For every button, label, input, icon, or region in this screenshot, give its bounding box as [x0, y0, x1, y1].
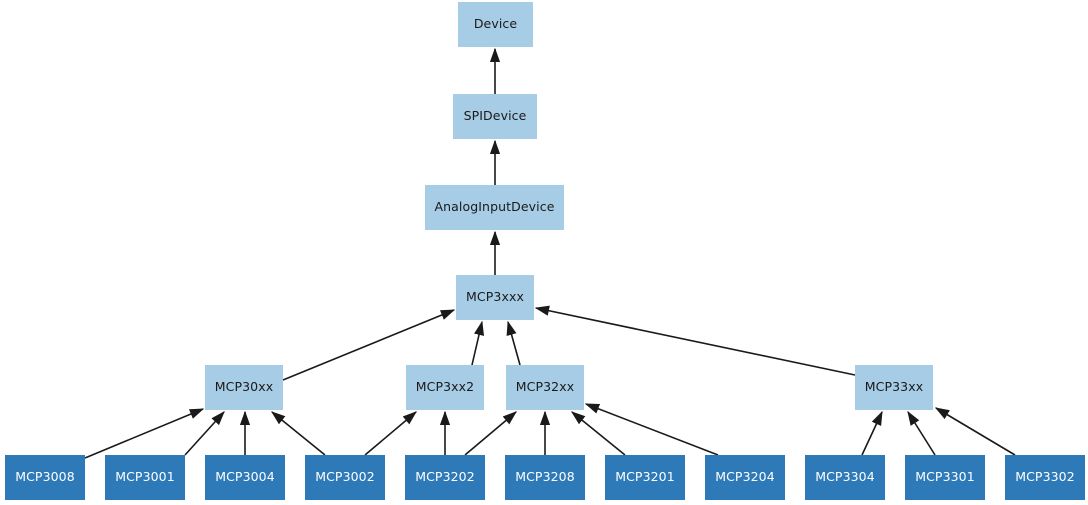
class-node-label: MCP3001 — [115, 469, 175, 485]
class-node-label: SPIDevice — [463, 108, 527, 124]
inheritance-arrow-mcp3204-to-mcp32xx — [584, 403, 719, 456]
inheritance-arrow-mcp3301-to-mcp33xx — [907, 410, 936, 456]
class-node-mcp3204[interactable]: MCP3204 — [705, 455, 785, 500]
class-node-mcp3xxx[interactable]: MCP3xxx — [456, 275, 534, 320]
inheritance-arrow-mcp3002-to-mcp30xx — [271, 411, 326, 456]
inheritance-arrow-mcp3201-to-mcp32xx — [571, 411, 626, 456]
class-node-mcp3304[interactable]: MCP3304 — [805, 455, 885, 500]
class-node-mcp3002[interactable]: MCP3002 — [305, 455, 385, 500]
class-node-label: MCP3008 — [15, 469, 75, 485]
class-node-device[interactable]: Device — [458, 2, 533, 47]
class-node-label: MCP3302 — [1015, 469, 1075, 485]
class-node-mcp3302[interactable]: MCP3302 — [1005, 455, 1085, 500]
class-node-mcp33xx[interactable]: MCP33xx — [855, 365, 933, 410]
class-node-mcp3301[interactable]: MCP3301 — [905, 455, 985, 500]
inheritance-arrow-mcp3302-to-mcp33xx — [934, 407, 1016, 456]
class-node-label: AnalogInputDevice — [434, 199, 555, 215]
class-node-label: MCP3201 — [615, 469, 675, 485]
inheritance-arrow-mcp3xx2-to-mcp3xxx — [471, 320, 485, 366]
class-node-mcp3208[interactable]: MCP3208 — [505, 455, 585, 500]
inheritance-arrow-mcp3002-to-mcp3xx2 — [364, 411, 417, 456]
class-node-label: MCP32xx — [515, 379, 575, 395]
inheritance-arrow-mcp3001-to-mcp30xx — [184, 411, 225, 456]
class-node-label: MCP3204 — [715, 469, 775, 485]
class-node-mcp3xx2[interactable]: MCP3xx2 — [406, 365, 484, 410]
class-node-mcp32xx[interactable]: MCP32xx — [506, 365, 584, 410]
class-node-spidevice[interactable]: SPIDevice — [453, 94, 537, 139]
class-node-label: MCP33xx — [864, 379, 924, 395]
class-node-label: MCP3002 — [315, 469, 375, 485]
class-node-label: MCP30xx — [214, 379, 274, 395]
class-node-label: MCP3301 — [915, 469, 975, 485]
inheritance-arrow-mcp32xx-to-mcp3xxx — [506, 320, 521, 366]
inheritance-arrow-mcp3202-to-mcp32xx — [464, 411, 517, 456]
class-node-label: Device — [473, 16, 518, 32]
inheritance-arrow-mcp3304-to-mcp33xx — [861, 410, 883, 456]
class-node-label: MCP3xx2 — [415, 379, 475, 395]
class-node-label: MCP3xxx — [466, 289, 524, 305]
class-node-label: MCP3004 — [215, 469, 275, 485]
class-node-mcp3004[interactable]: MCP3004 — [205, 455, 285, 500]
class-node-analoginputdevice[interactable]: AnalogInputDevice — [425, 185, 564, 230]
class-node-mcp3202[interactable]: MCP3202 — [405, 455, 485, 500]
class-node-label: MCP3208 — [515, 469, 575, 485]
class-node-label: MCP3304 — [815, 469, 875, 485]
class-node-mcp30xx[interactable]: MCP30xx — [205, 365, 283, 410]
class-node-mcp3201[interactable]: MCP3201 — [605, 455, 685, 500]
class-node-label: MCP3202 — [415, 469, 475, 485]
inheritance-arrow-mcp3008-to-mcp30xx — [84, 408, 205, 459]
class-node-mcp3008[interactable]: MCP3008 — [5, 455, 85, 500]
class-node-mcp3001[interactable]: MCP3001 — [105, 455, 185, 500]
